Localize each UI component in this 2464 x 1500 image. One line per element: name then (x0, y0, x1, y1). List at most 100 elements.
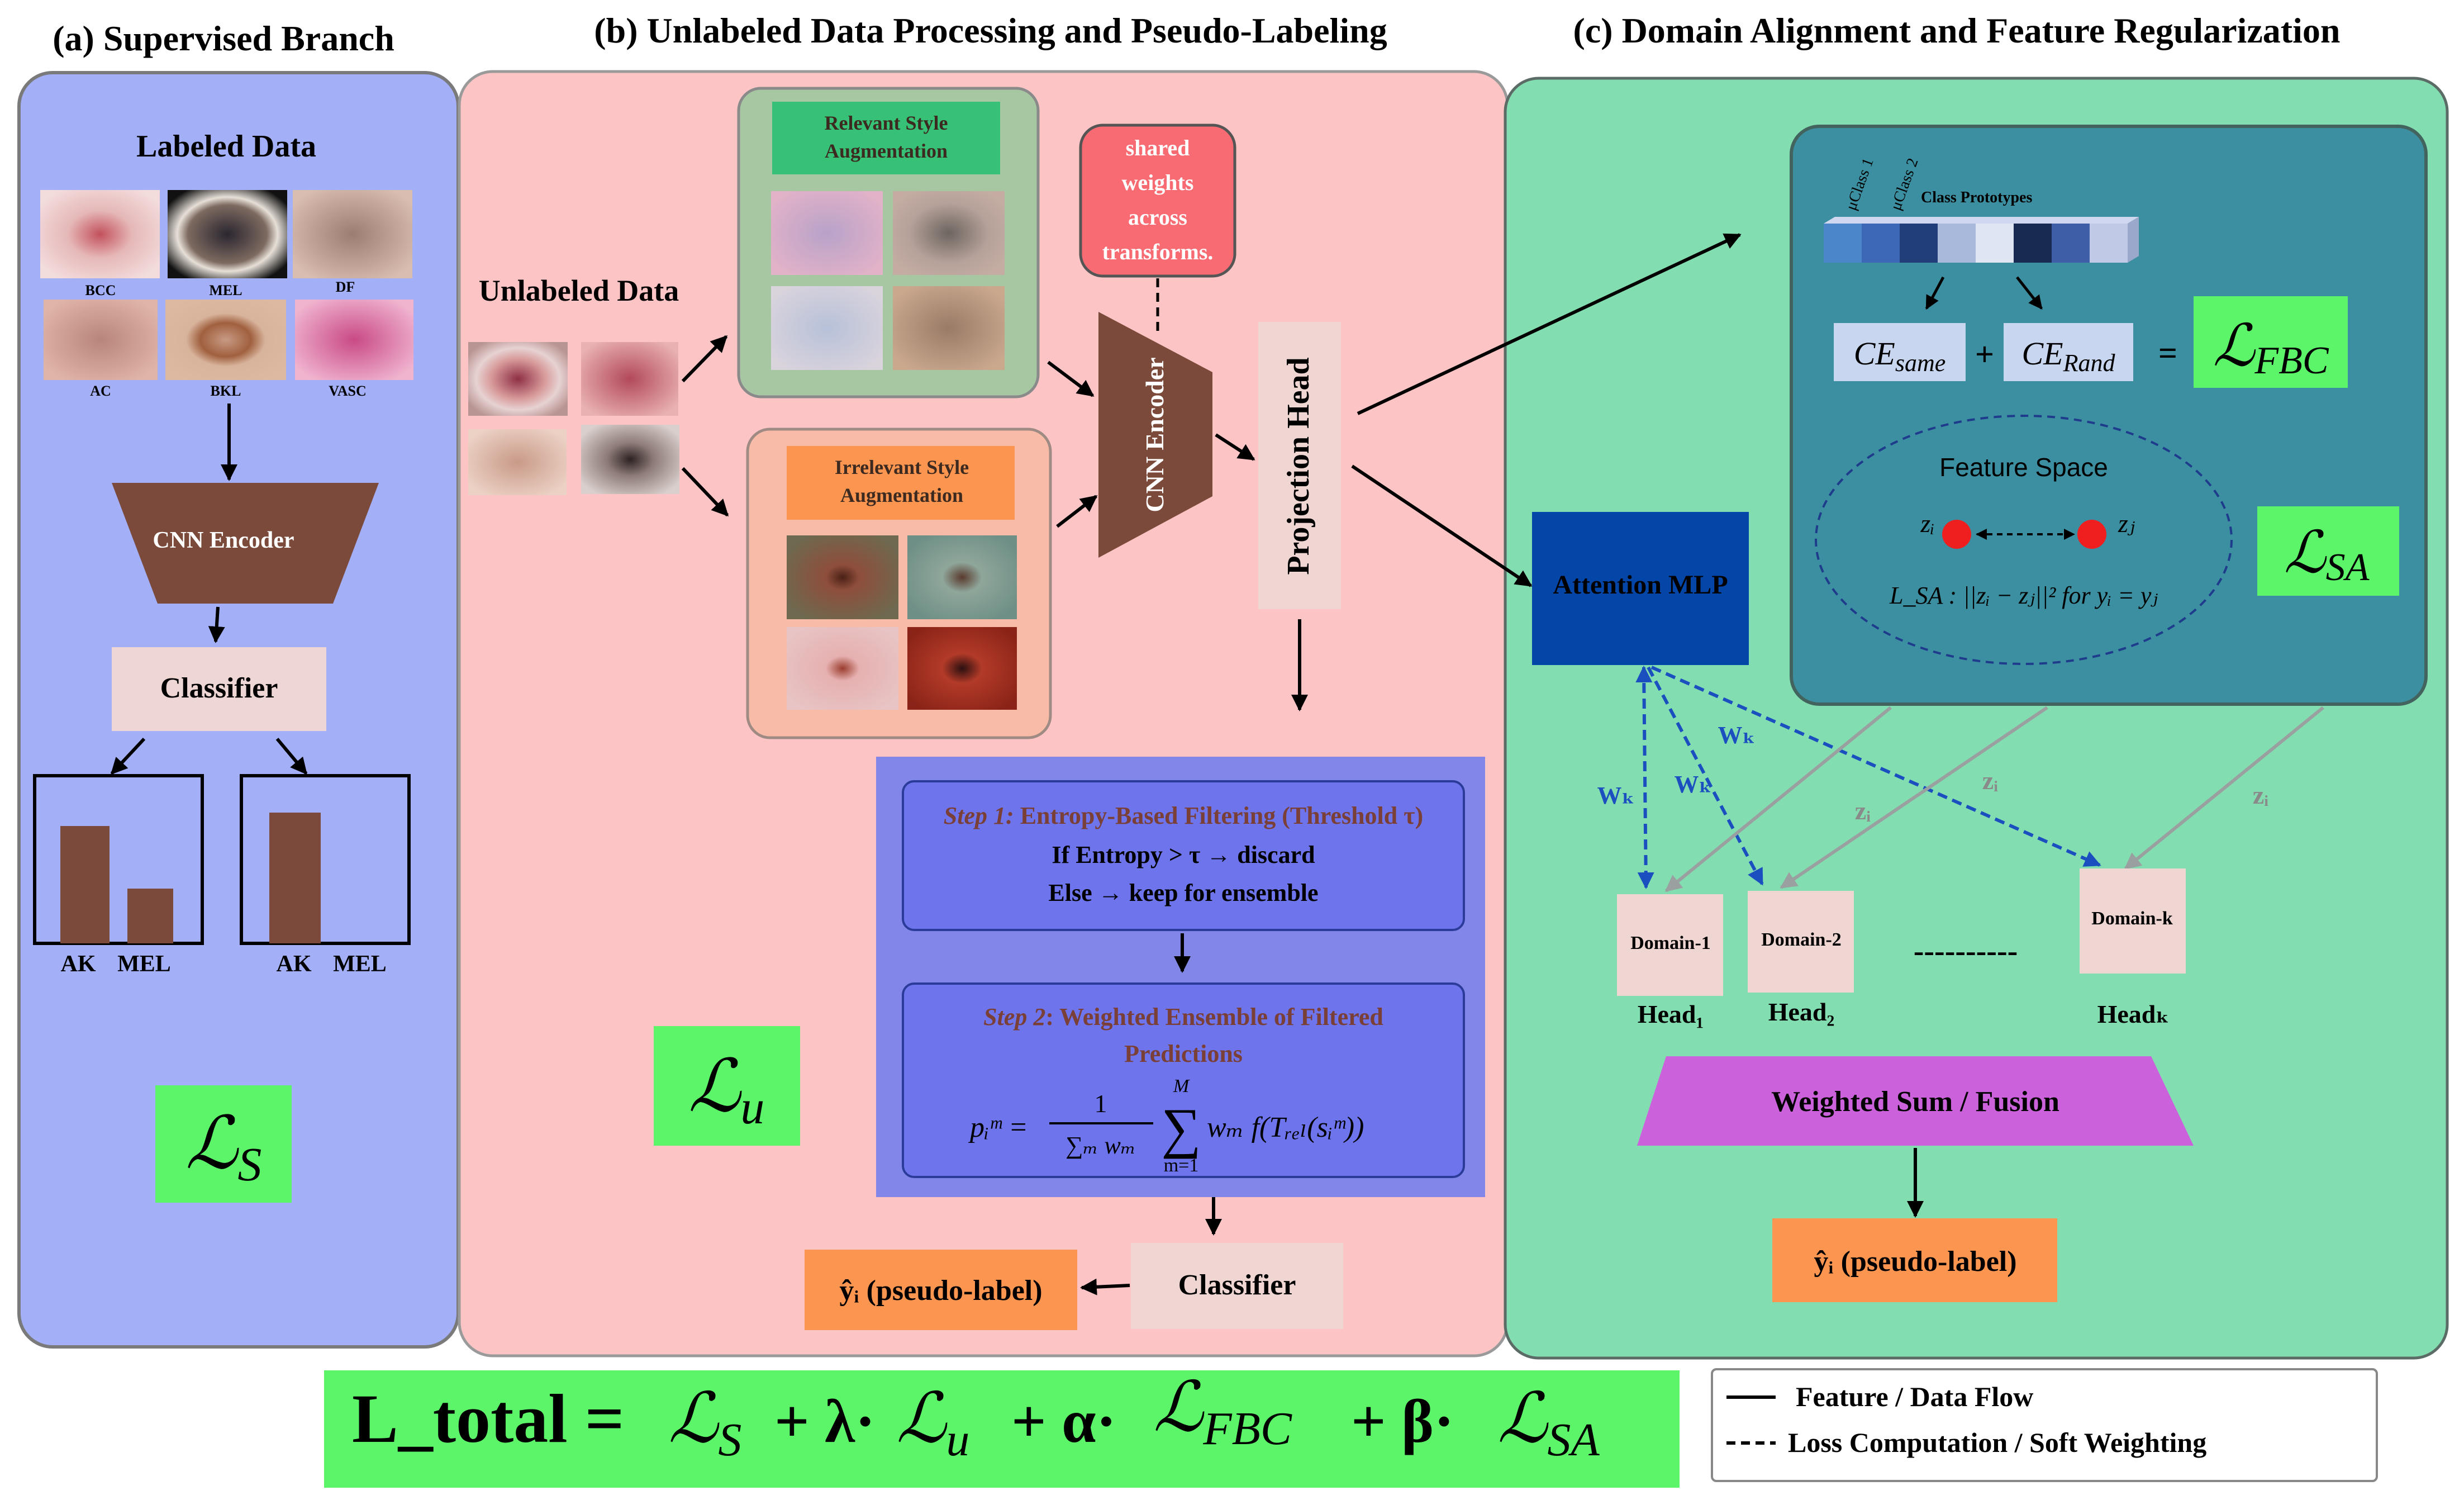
relevant-aug-title-box (772, 102, 1000, 174)
thumb-bcc (40, 190, 160, 278)
thumb-mel (168, 190, 287, 278)
irrelevant-aug-title-line2: Augmentation (840, 484, 963, 506)
step1-line2: If Entropy > τ → discard (1052, 841, 1315, 868)
proto-cell-7 (2052, 224, 2090, 263)
unlabeled-pseudo-label-box (805, 1250, 1077, 1330)
domain-pseudo-label-text: ŷᵢ (pseudo-label) (1814, 1246, 2016, 1278)
thumb-label-bkl: BKL (211, 383, 241, 399)
loss-u-label: ℒu (688, 1047, 765, 1134)
total-loss-u: ℒu (896, 1380, 969, 1466)
step2-box (902, 982, 1465, 1178)
total-loss-s: ℒS (668, 1380, 741, 1466)
relevant-aug-title-line2: Augmentation (825, 140, 948, 162)
wk-edge-headk (1650, 666, 2101, 867)
wk-label-3: Wₖ (1718, 721, 1755, 749)
domain-head-k-label: Headₖ (2097, 1000, 2170, 1028)
irrelevant-aug-img-3 (787, 627, 898, 710)
thumb-ac (44, 300, 158, 380)
shared-weights-line3: across (1128, 205, 1187, 230)
formula-sum-bottom: m=1 (1164, 1155, 1199, 1176)
formula-denominator: ∑ₘ wₘ (1065, 1132, 1136, 1159)
attention-mlp-box (1532, 512, 1749, 665)
arrow-proto-to-ce-rand (2016, 276, 2043, 310)
legend-box (1711, 1368, 2378, 1482)
ce-plus: + (1975, 336, 1994, 373)
supervised-encoder-label: CNN Encoder (153, 528, 294, 553)
domain-head-1-text: Domain-1 (1630, 933, 1711, 953)
legend-solid-label: Feature / Data Flow (1796, 1381, 2033, 1412)
unlabeled-pseudo-label-text: ŷᵢ (pseudo-label) (839, 1275, 1042, 1307)
arrow-classifier-left-chart (110, 737, 146, 775)
unlabeled-data-title: Unlabeled Data (479, 274, 679, 307)
feature-space-ellipse (1815, 415, 2233, 665)
thumb-label-df: DF (336, 279, 355, 295)
total-loss-lead: L_total = (352, 1380, 624, 1457)
projection-head-box (1258, 322, 1341, 609)
ce-rand-box (2004, 323, 2133, 381)
proto-bar-side (2128, 217, 2139, 263)
chart-right-label-mel: MEL (333, 951, 387, 977)
loss-s-box (155, 1085, 292, 1203)
proto-cell-8 (2090, 224, 2128, 263)
formula-numerator: 1 (1095, 1089, 1107, 1118)
loss-fbc-label: ℒFBC (2213, 314, 2329, 382)
arrow-irrelevant-to-encoder (1056, 495, 1098, 528)
labeled-thumbnails: BCC MEL DF AC BKL VASC (40, 190, 413, 399)
unlabeled-thumb-2 (581, 342, 678, 416)
proto-cell-6 (2014, 224, 2052, 263)
relevant-aug-img-1 (771, 191, 883, 275)
arrow-unlabeled-to-relevant (681, 335, 728, 383)
proto-bar-top (1824, 217, 2139, 224)
relevant-aug-img-3 (771, 286, 883, 370)
domain-head-k-text: Domain-k (2091, 908, 2173, 929)
supervised-classifier-label: Classifier (160, 672, 278, 704)
step1-box (902, 780, 1465, 931)
panel-b-title: (b) Unlabeled Data Processing and Pseudo… (594, 11, 1387, 50)
unlabeled-encoder-shape (1098, 312, 1212, 558)
arrow-unlabeled-to-irrelevant (681, 467, 729, 517)
prediction-chart-right: AK MEL (240, 774, 411, 977)
chart-left-label-mel: MEL (117, 951, 171, 977)
arrow-proto-to-ce-same (1925, 276, 1945, 310)
labeled-data-title: Labeled Data (136, 129, 316, 164)
ce-equals: = (2158, 335, 2177, 372)
shared-weights-line1: shared (1126, 135, 1190, 160)
total-loss-formula: L_total = ℒS + λ· ℒu + α· ℒFBC + β· ℒSA (352, 1369, 1600, 1466)
step2-line2: Predictions (1124, 1040, 1243, 1067)
domain-head-1-label: Head₁ (1638, 1000, 1704, 1028)
zj-label: zⱼ (2118, 509, 2135, 538)
unlabeled-thumb-4 (581, 425, 679, 494)
ce-rand-label: CERand (2021, 335, 2115, 377)
chart-right-label-ak: AK (277, 951, 312, 977)
heads-ellipsis: ---------- (1914, 934, 2018, 969)
chart-left-frame (33, 774, 204, 945)
shared-weights-box (1079, 124, 1236, 278)
panel-c-title: (c) Domain Alignment and Feature Regular… (1573, 11, 2341, 50)
arrow-encoder-to-projection (1215, 433, 1255, 461)
relevant-aug-img-4 (893, 286, 1005, 370)
loss-sa-label: ℒSA (2284, 521, 2370, 589)
fusion-label: Weighted Sum / Fusion (1771, 1086, 2059, 1118)
attention-mlp-label: Attention MLP (1553, 570, 1728, 600)
unlabeled-thumb-1 (468, 342, 568, 416)
unlabeled-encoder-label: CNN Encoder (1140, 357, 1169, 512)
zi-edge-head1 (1664, 706, 1892, 893)
supervised-classifier-box (112, 647, 326, 731)
projection-head-label: Projection Head (1281, 357, 1316, 575)
loss-u-box (654, 1026, 800, 1146)
chart-right-frame (240, 774, 411, 945)
chart-left-bar-mel (127, 889, 173, 943)
domain-head-k-box (2080, 868, 2186, 974)
zi-edge-headk (2124, 706, 2324, 870)
domain-pseudo-label-box (1772, 1218, 2057, 1302)
formula-rhs: wₘ f(Tᵣₑₗ(sᵢᵐ)) (1207, 1112, 1364, 1143)
domain-head-2-label: Head₂ (1768, 998, 1835, 1026)
irrelevant-aug-title-box (787, 446, 1015, 520)
arrow-encoder-to-classifier (208, 606, 225, 643)
thumb-label-bcc: BCC (85, 282, 116, 298)
prototype-panel (1790, 125, 2428, 706)
proto-cell-1 (1824, 224, 1862, 263)
zj-point (2077, 520, 2106, 549)
total-loss-alpha: + α· (1011, 1387, 1116, 1455)
